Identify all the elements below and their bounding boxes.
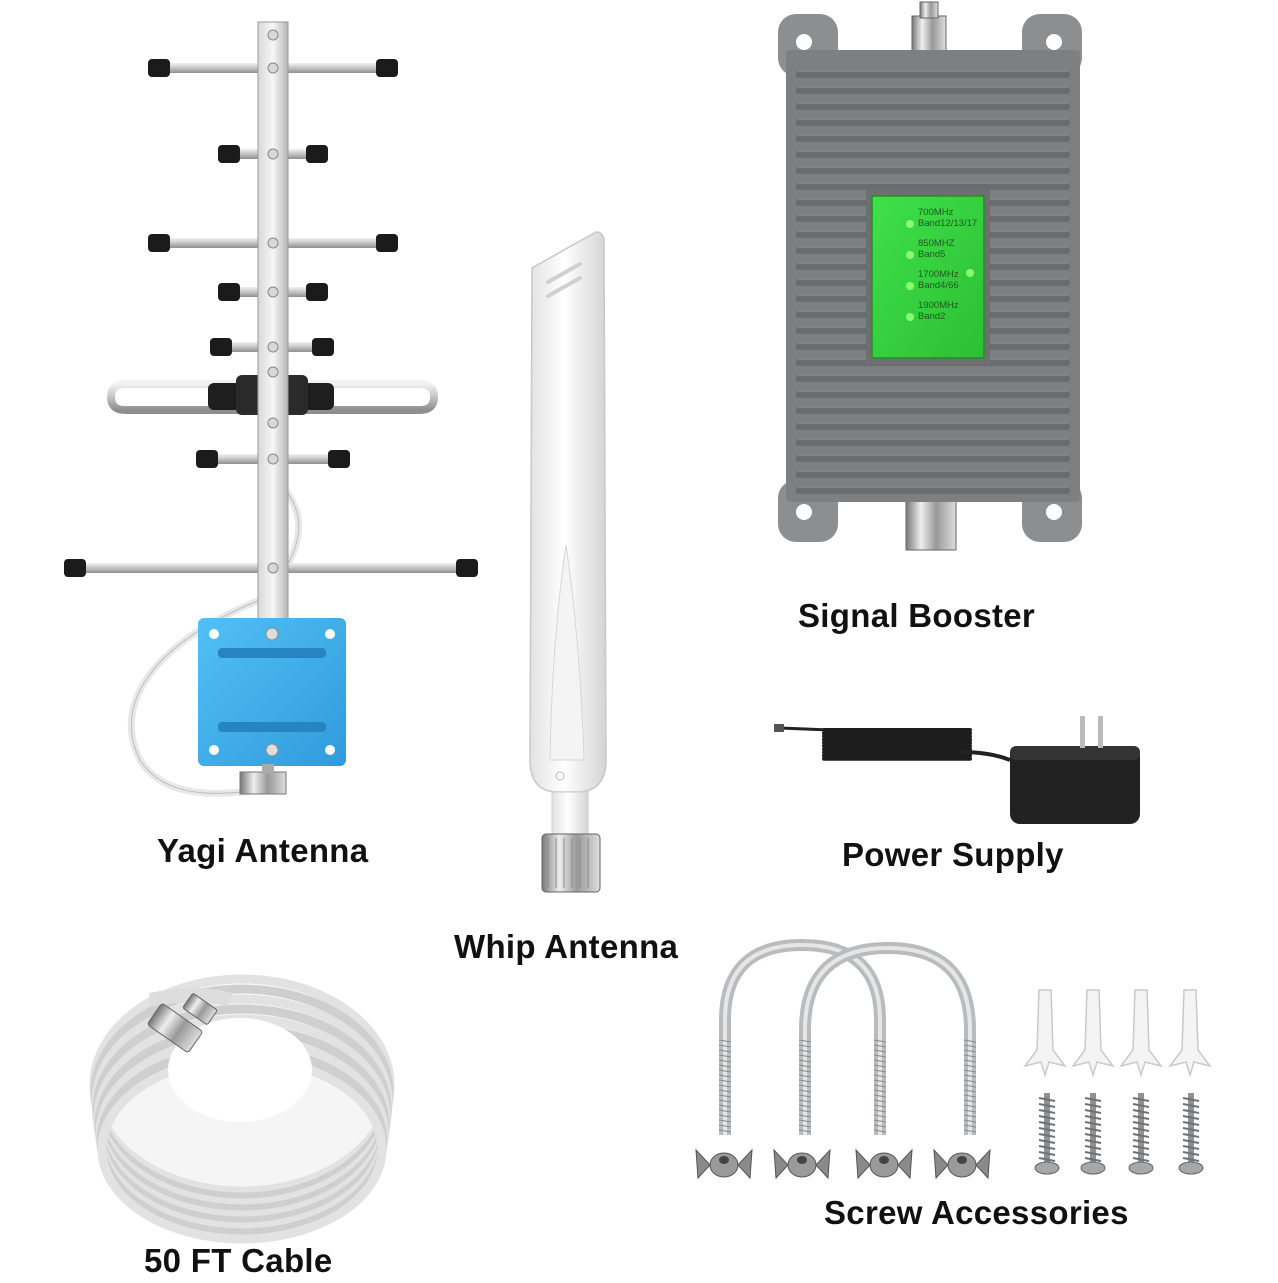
label-signal-booster: Signal Booster xyxy=(798,597,1036,634)
led-frequency-label: 850MHZ xyxy=(918,238,955,249)
whip-antenna-image xyxy=(529,231,607,893)
signal-booster-image: 700MHzBand12/13/17850MHZBand51700MHzBand… xyxy=(778,1,1082,551)
led-frequency-label: 1900MHz xyxy=(918,300,959,311)
label-50ft-cable: 50 FT Cable xyxy=(144,1242,333,1279)
led-band-label: Band2 xyxy=(918,311,945,322)
cable-coil-image xyxy=(89,974,395,1244)
power-supply-image xyxy=(774,716,1140,824)
led-band-label: Band4/66 xyxy=(918,280,959,291)
led-frequency-label: 700MHz xyxy=(918,207,954,218)
led-frequency-label: 1700MHz xyxy=(918,269,959,280)
screw-accessories-image xyxy=(695,938,1212,1180)
led-band-label: Band12/13/17 xyxy=(918,218,977,229)
label-yagi-antenna: Yagi Antenna xyxy=(157,832,369,869)
label-power-supply: Power Supply xyxy=(842,836,1064,873)
led-band-label: Band5 xyxy=(918,249,945,260)
label-screw-accessories: Screw Accessories xyxy=(824,1194,1129,1231)
yagi-antenna-image xyxy=(64,21,478,797)
label-whip-antenna: Whip Antenna xyxy=(454,928,679,965)
